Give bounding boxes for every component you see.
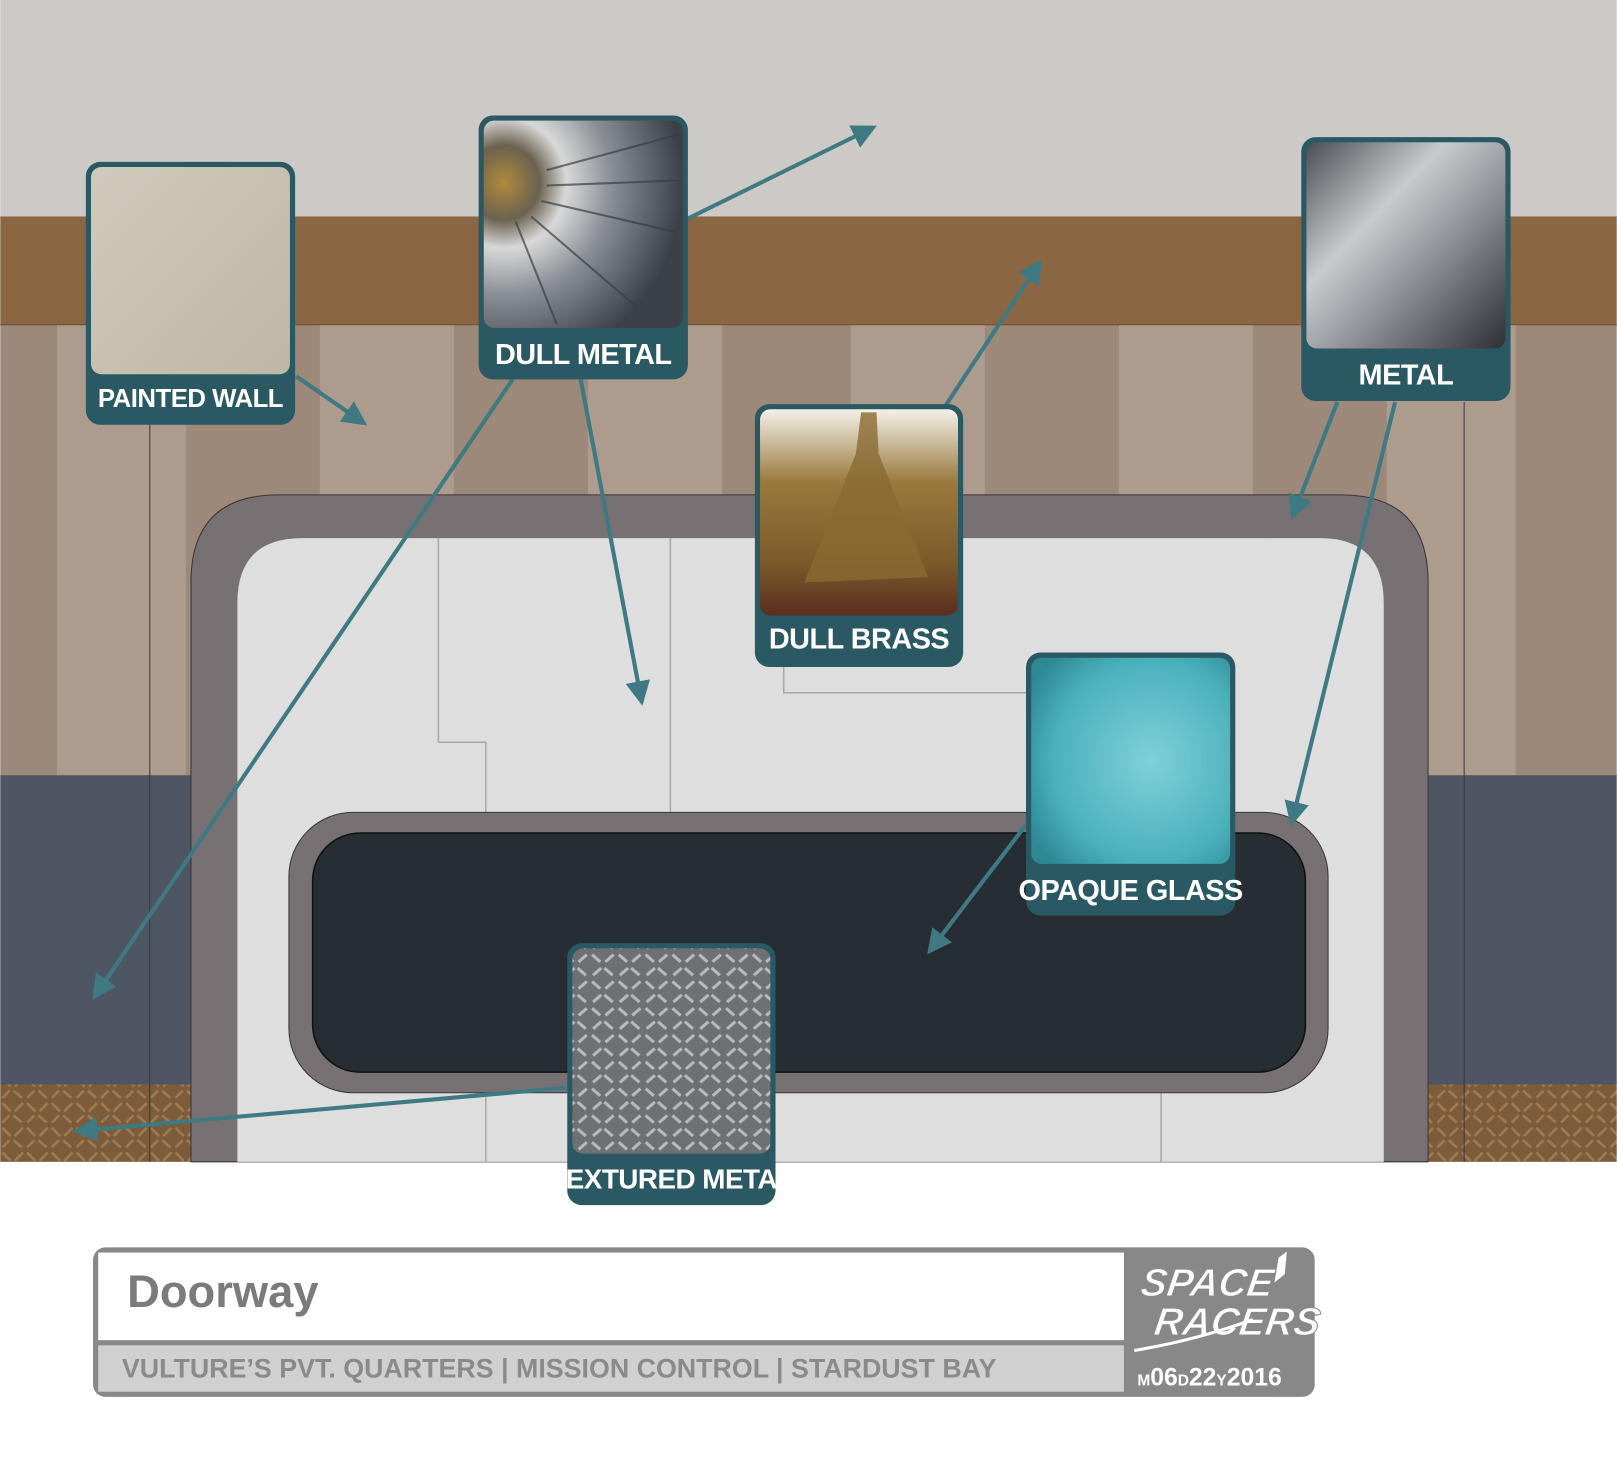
swatch-painted-wall <box>90 167 290 375</box>
arrow-metal-frame <box>1288 401 1340 521</box>
callout-dull-metal: DULL METAL <box>478 115 688 380</box>
swatch-metal <box>1306 142 1506 349</box>
arrow-metal-window-frame <box>1284 401 1398 827</box>
space-racers-logo: SPACE RACERS <box>1134 1251 1324 1353</box>
callout-label: DULL METAL <box>495 339 672 371</box>
location-breadcrumb: VULTURE’S PVT. QUARTERS | MISSION CONTRO… <box>122 1353 997 1383</box>
drawing-title: Doorway <box>127 1266 318 1317</box>
arrow-dull-metal-trim <box>686 125 877 221</box>
callout-dull-brass: DULL BRASS <box>754 404 964 667</box>
arrow-textured-metal <box>72 1085 568 1142</box>
callout-label: DULL BRASS <box>769 623 950 655</box>
arrow-dull-metal-wainscot <box>92 378 515 1000</box>
callout-label: METAL <box>1359 360 1454 392</box>
callout-label: PAINTED WALL <box>98 385 283 413</box>
swatch-textured-metal <box>572 948 771 1154</box>
logo-line-1: SPACE <box>1138 1261 1278 1305</box>
callout-textured-metal: TEXTURED METAL <box>549 943 795 1206</box>
callout-metal: METAL <box>1301 137 1511 402</box>
logo-line-2: RACERS <box>1152 1300 1324 1344</box>
swatch-opaque-glass <box>1031 657 1231 864</box>
callout-painted-wall: PAINTED WALL <box>85 161 296 425</box>
callout-label: TEXTURED METAL <box>549 1164 794 1195</box>
callout-opaque-glass: OPAQUE GLASS <box>1019 652 1244 916</box>
arrow-painted-wall <box>294 374 368 426</box>
title-block: Doorway VULTURE’S PVT. QUARTERS | MISSIO… <box>93 1247 1324 1397</box>
callout-label: OPAQUE GLASS <box>1019 875 1243 907</box>
swatch-dull-metal <box>483 120 683 328</box>
arrow-dull-metal-door <box>578 378 650 706</box>
revision-date: M06D22Y2016 <box>1137 1365 1281 1392</box>
rocket-icon <box>1274 1251 1287 1283</box>
arrow-opaque-glass <box>927 823 1028 955</box>
